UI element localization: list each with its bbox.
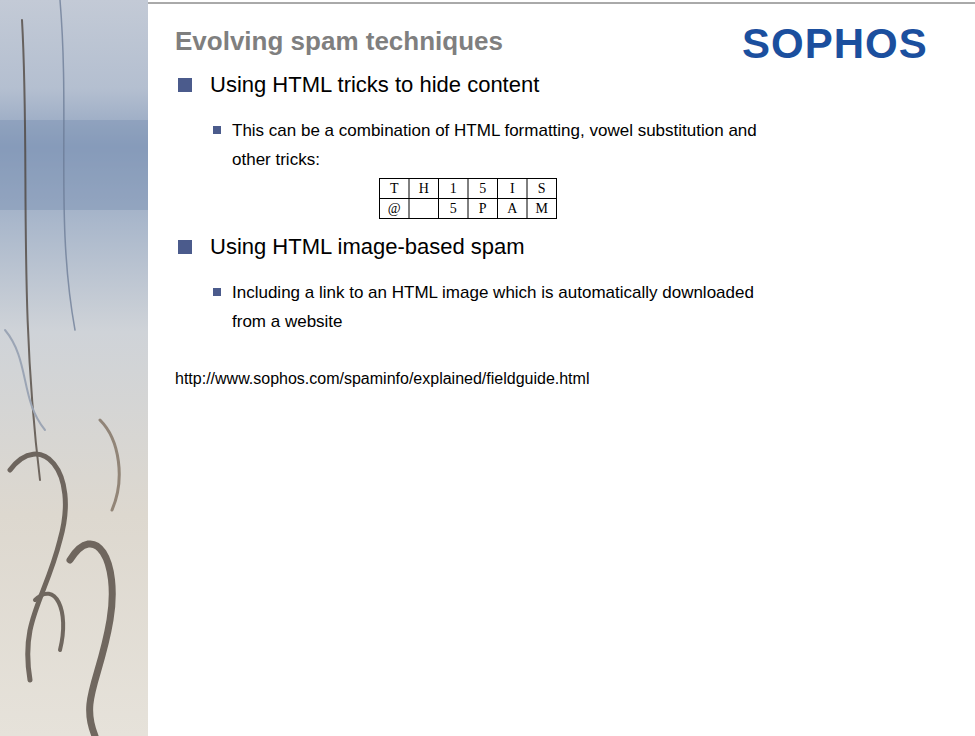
bullet-text: Using HTML image-based spam xyxy=(210,234,910,260)
table-cell: 5 xyxy=(468,179,498,198)
table-cell: S xyxy=(527,179,557,198)
bullet-square xyxy=(178,240,192,254)
table-cell: 1 xyxy=(439,179,469,198)
sub-bullet-text: This can be a combination of HTML format… xyxy=(232,116,792,174)
sub-bullet-text: Including a link to an HTML image which … xyxy=(232,278,792,336)
slide-title: Evolving spam techniques xyxy=(175,26,503,57)
table-cell: T xyxy=(380,179,410,198)
bullet-text: Using HTML tricks to hide content xyxy=(210,72,910,98)
url-text: http://www.sophos.com/spaminfo/explained… xyxy=(175,370,875,388)
sub-bullet-square xyxy=(213,126,221,134)
table-cell: 5 xyxy=(439,199,469,218)
table-cell: H xyxy=(409,179,439,198)
strip-band xyxy=(0,120,148,210)
company-logo: SOPHOS xyxy=(742,20,972,68)
top-rule xyxy=(148,3,975,4)
table-cell: P xyxy=(468,199,498,218)
sub-bullet-square xyxy=(213,288,221,296)
table-cell: @ xyxy=(380,199,410,218)
strip-brush-strokes xyxy=(5,0,119,736)
table-cell: M xyxy=(527,199,557,218)
table-cell: A xyxy=(498,199,528,218)
table-grid xyxy=(380,179,557,219)
side-strip xyxy=(0,0,148,736)
bullet-square xyxy=(178,78,192,92)
table-cell: I xyxy=(498,179,528,198)
